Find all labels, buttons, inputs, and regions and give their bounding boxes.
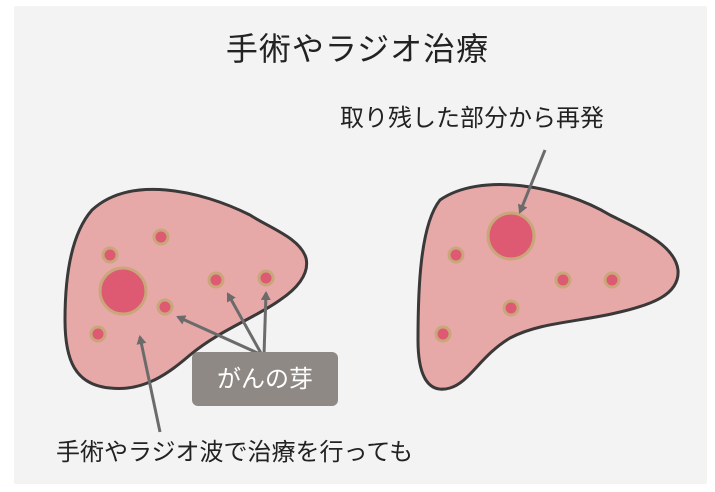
tumor-small (605, 273, 619, 287)
arrow (264, 293, 266, 355)
recurrence-caption: 取り残した部分から再発 (340, 98, 604, 133)
tumor-recurred (488, 213, 534, 259)
tumor-small (504, 301, 518, 315)
liver-shape-right (418, 185, 678, 390)
cancer-buds-badge: がんの芽 (192, 352, 338, 406)
tumor-small (209, 273, 223, 287)
tumor-small (103, 248, 117, 262)
tumor-small (154, 230, 168, 244)
tumor-small (449, 248, 463, 262)
tumor-large-left (100, 268, 146, 314)
tumor-small (436, 327, 450, 341)
diagram-title: 手術やラジオ治療 (0, 24, 715, 70)
tumor-small (556, 273, 570, 287)
tumor-small (158, 300, 172, 314)
tumor-small (259, 271, 273, 285)
treatment-caption: 手術やラジオ波で治療を行っても (56, 432, 413, 467)
tumor-small (91, 327, 105, 341)
